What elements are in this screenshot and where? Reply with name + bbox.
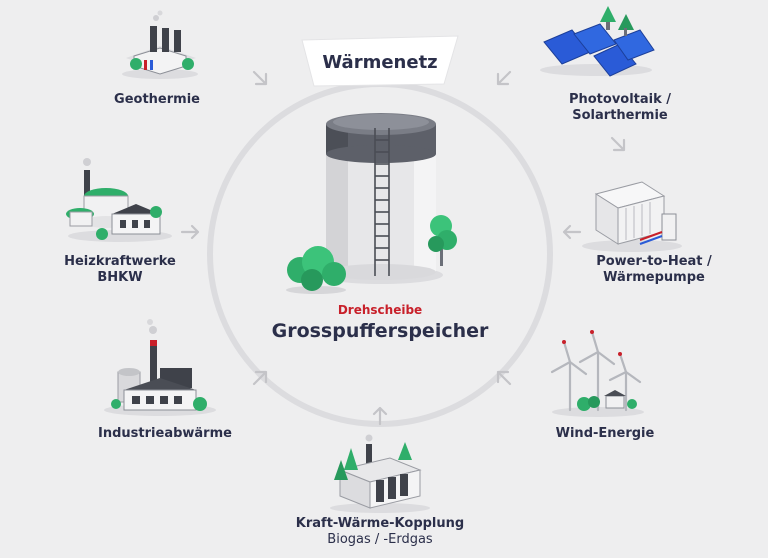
banner-title: Wärmenetz — [322, 52, 438, 73]
arrow-geothermie — [252, 70, 268, 86]
banner-shape — [301, 35, 459, 87]
label-geothermie: Geothermie — [92, 92, 222, 108]
arrow-kwk — [372, 406, 388, 426]
arrow-power-to-heat — [562, 224, 582, 240]
label-geothermie-line1: Geothermie — [114, 92, 200, 107]
label-heizkraftwerke-line1: Heizkraftwerke — [64, 254, 176, 269]
center-title: Grosspufferspeicher — [271, 320, 489, 342]
label-kwk-line1: Kraft-Wärme-Kopplung — [295, 516, 465, 531]
label-industrieabwaerme: Industrieabwärme — [90, 426, 240, 442]
label-heizkraftwerke-line2: BHKW — [97, 270, 143, 285]
heat-pump-container-icon — [582, 181, 682, 252]
label-wind: Wind-Energie — [540, 426, 670, 442]
geothermal-plant-icon — [122, 10, 198, 79]
arrow-industrie — [252, 370, 268, 386]
factory-icon — [104, 319, 216, 416]
arrow-wind — [496, 370, 512, 386]
storage-tank-icon — [286, 113, 457, 294]
label-heizkraftwerke: Heizkraftwerke BHKW — [50, 254, 190, 286]
label-power-to-heat-line1: Power-to-Heat / — [596, 254, 712, 269]
tree-cluster-left — [286, 246, 346, 294]
center-kicker: Drehscheibe — [337, 303, 423, 317]
label-wind-line1: Wind-Energie — [555, 426, 655, 441]
arrow-pv-down — [610, 136, 626, 152]
arrow-heizkraftwerke — [180, 224, 200, 240]
center-caption: Drehscheibe Grosspufferspeicher — [230, 302, 530, 344]
label-power-to-heat-line2: Wärmepumpe — [603, 270, 705, 285]
label-kwk-line2: Biogas / -Erdgas — [327, 532, 433, 547]
wind-turbines-icon — [550, 330, 644, 417]
chp-plant-icon — [330, 434, 430, 513]
heating-plant-icon — [66, 158, 172, 242]
tree-right — [428, 215, 457, 266]
label-industrieabwaerme-line1: Industrieabwärme — [98, 426, 232, 441]
label-power-to-heat: Power-to-Heat / Wärmepumpe — [574, 254, 734, 286]
label-photovoltaik-line2: Solarthermie — [572, 108, 668, 123]
solar-panels-icon — [540, 6, 655, 77]
label-photovoltaik-line1: Photovoltaik / — [568, 92, 672, 107]
label-kwk: Kraft-Wärme-Kopplung Biogas / -Erdgas — [290, 516, 470, 548]
arrow-photovoltaik — [496, 70, 512, 86]
flow-arrows — [180, 70, 626, 426]
label-photovoltaik: Photovoltaik / Solarthermie — [540, 92, 700, 124]
